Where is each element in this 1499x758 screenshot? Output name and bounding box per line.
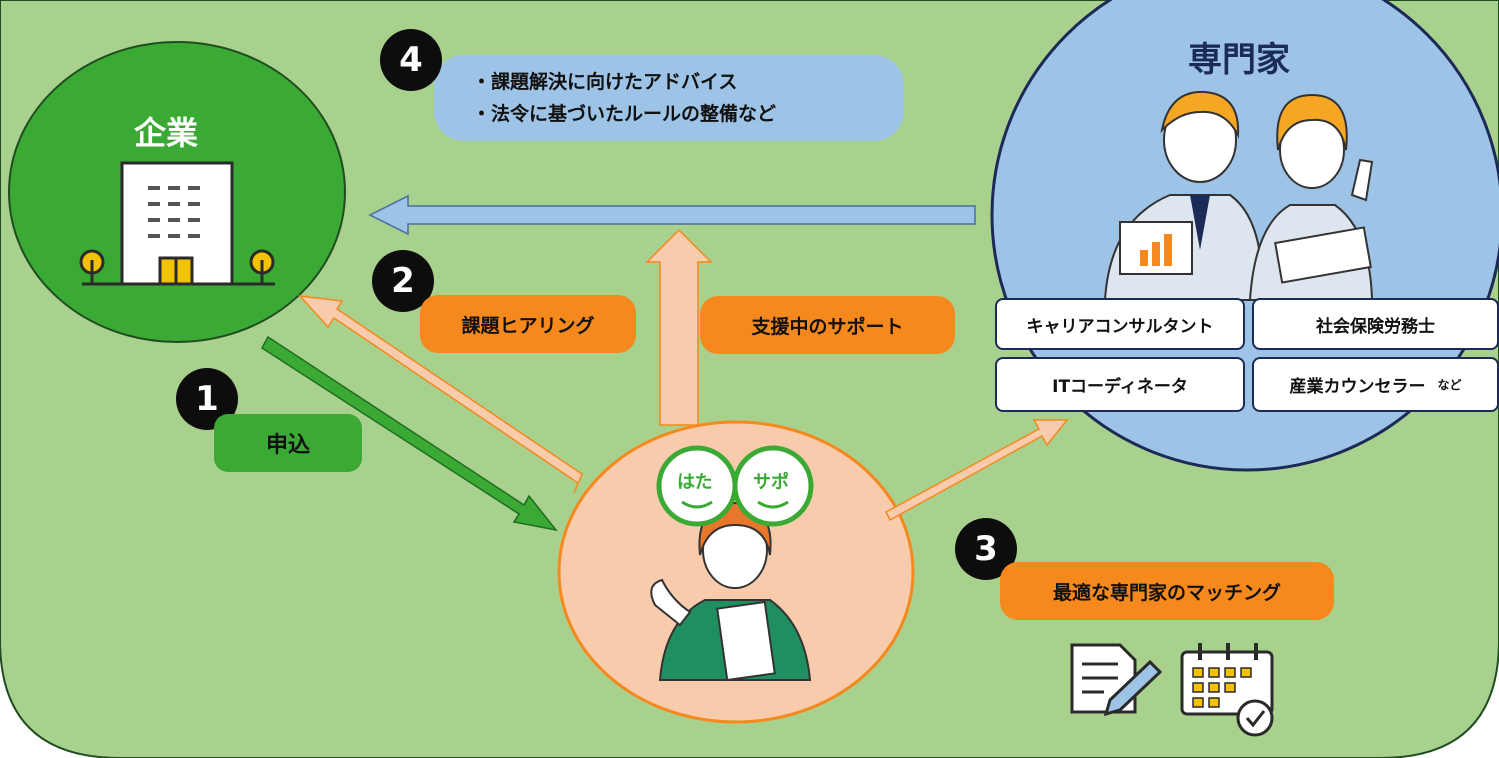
roles-suffix: など [1437,378,1462,392]
role-industrial-counselor: 産業カウンセラー など [1252,357,1499,412]
expert-label: 専門家 [1188,40,1290,80]
hub-logo-left: はた [677,472,713,493]
advice-line-1: ・課題解決に向けたアドバイス [472,71,738,93]
role-it-coordinator: ITコーディネータ [995,357,1245,412]
people-icon [1103,90,1374,301]
hub-logo-right: サポ [753,472,789,493]
company-label: 企業 [134,114,199,152]
step-1-label: 申込 [214,414,362,472]
document-pen-icon [1070,643,1163,717]
role-labor-consultant: 社会保険労務士 [1252,298,1499,350]
matching-arrow [885,419,1069,522]
step-2-label: 課題ヒアリング [420,295,636,353]
step-4-badge: 4 [380,29,442,91]
support-arrow [645,228,713,426]
step-3-badge: 3 [955,518,1017,580]
hatasapo-logo [656,445,814,527]
advice-arrow [368,194,976,236]
support-label: 支援中のサポート [700,296,955,354]
calendar-check-icon [1180,643,1274,737]
role-career-consultant: キャリアコンサルタント [995,298,1245,350]
staff-icon [650,501,812,682]
tree-icon [249,249,275,284]
step-3-label: 最適な専門家のマッチング [1000,562,1334,620]
hearing-arrow [298,295,583,494]
apply-arrow [261,335,558,532]
role-industrial-counselor-text: 産業カウンセラー [1289,377,1426,397]
building-icon [82,161,275,286]
advice-box: ・課題解決に向けたアドバイス ・法令に基づいたルールの整備など [434,55,904,141]
tree-icon [79,249,105,284]
advice-line-2: ・法令に基づいたルールの整備など [472,103,777,125]
